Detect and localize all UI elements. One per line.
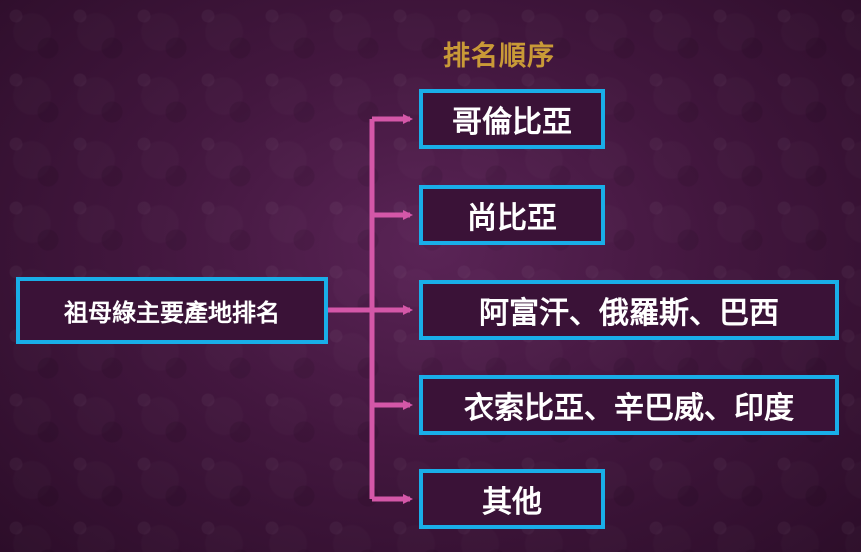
rank-1-box: 哥倫比亞 [419, 89, 605, 149]
source-box: 祖母綠主要產地排名 [16, 277, 328, 344]
ranking-heading: 排名順序 [443, 41, 555, 72]
rank-4-box: 衣索比亞、辛巴威、印度 [419, 375, 839, 435]
rank-3-box: 阿富汗、俄羅斯、巴西 [419, 280, 839, 340]
rank-5-box: 其他 [419, 469, 605, 529]
rank-2-box: 尚比亞 [419, 185, 605, 245]
